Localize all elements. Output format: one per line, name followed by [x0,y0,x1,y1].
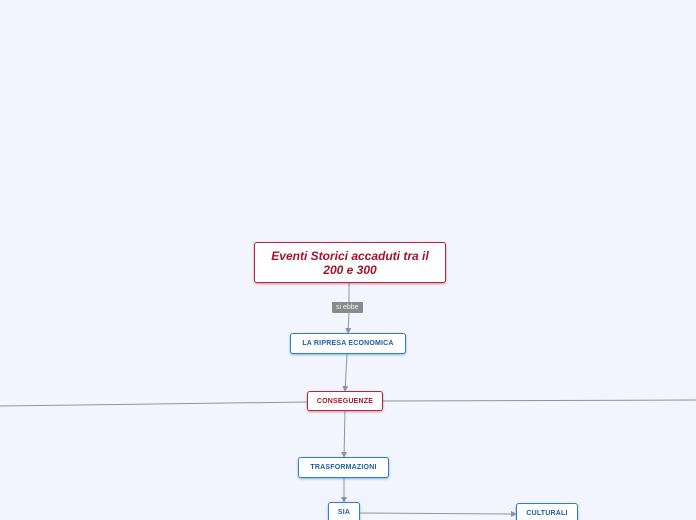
node-sia[interactable]: SIA [328,502,360,520]
connector-conseguenze-to-left [0,401,308,407]
node-culturali[interactable]: CULTURALI [516,503,578,520]
connector-conseguenze-to-trasformazioni [341,410,348,458]
connector-label-to-ripresa [345,312,352,334]
node-label: LA RIPRESA ECONOMICA [302,340,394,347]
node-label: TRASFORMAZIONI [310,464,377,471]
connector-sia-to-culturali [359,510,517,517]
connector-ripresa-to-conseguenze [342,353,349,392]
link-label-si-ebbe[interactable]: si ebbe [332,302,363,313]
link-label-text: si ebbe [336,304,359,311]
node-label: SIA [337,509,351,516]
root-topic-label: Eventi Storici accaduti tra il 200 e 300 [271,248,429,277]
node-trasformazioni[interactable]: TRASFORMAZIONI [298,457,389,478]
node-label: CULTURALI [526,510,568,517]
node-label: CONSEGUENZE [316,397,374,405]
node-la-ripresa-economica[interactable]: LA RIPRESA ECONOMICA [290,333,406,354]
root-topic-node[interactable]: Eventi Storici accaduti tra il 200 e 300 [254,242,446,283]
node-conseguenze[interactable]: CONSEGUENZE [307,391,383,411]
connector-conseguenze-to-right [382,399,696,402]
